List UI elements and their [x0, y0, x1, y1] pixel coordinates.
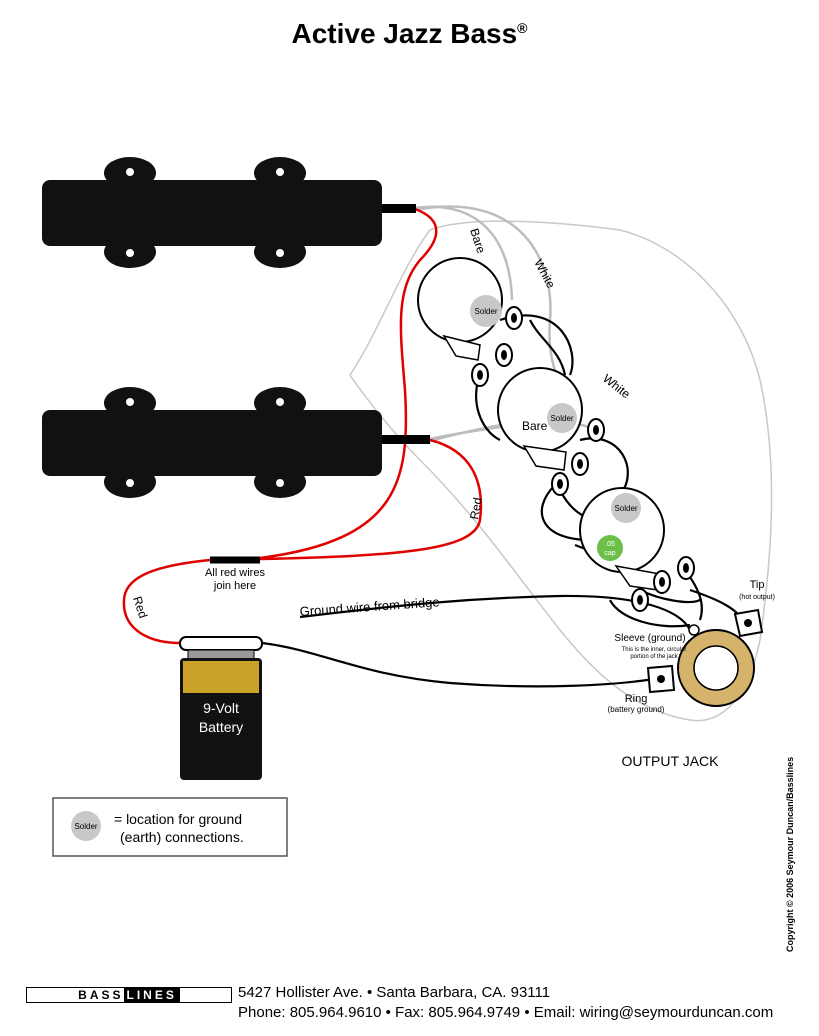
diagram-title: Active Jazz Bass®: [0, 18, 819, 50]
legend-text-line1: = location for ground: [114, 811, 242, 827]
legend: Solder = location for ground (earth) con…: [52, 797, 288, 857]
tone-pot: Solder .05 cap: [579, 487, 695, 612]
volume-pot-1: Solder: [417, 257, 523, 387]
legend-solder-label: Solder: [74, 822, 97, 831]
label-sleeve: Sleeve (ground): [614, 633, 685, 644]
control-plate-outline: [349, 220, 773, 722]
label-ring: Ring: [625, 693, 648, 705]
neck-pickup: [42, 387, 430, 498]
legend-text-line2: (earth) connections.: [120, 829, 244, 845]
battery: 9-Volt Battery: [179, 636, 263, 780]
label-output-jack: OUTPUT JACK: [622, 753, 720, 769]
label-red-right: Red: [467, 496, 485, 520]
cap-label-line1: .05: [605, 541, 615, 548]
footer-contact: Phone: 805.964.9610 • Fax: 805.964.9749 …: [238, 1004, 774, 1021]
battery-label-line1: 9-Volt: [203, 700, 239, 716]
red-wires: [122, 207, 483, 645]
title-text: Active Jazz Bass: [291, 18, 518, 49]
bridge-pickup: [42, 157, 416, 268]
brand-right: LINES: [123, 988, 180, 1002]
label-sleeve-sub2: portion of the jack: [630, 654, 678, 660]
label-ring-sub: (battery ground): [608, 705, 665, 714]
solder-label-pot2: Solder: [550, 414, 573, 423]
registered-mark: ®: [517, 20, 528, 36]
volume-pot-2: Solder: [497, 367, 605, 496]
label-white-top: White: [531, 257, 558, 291]
label-ground-wire: Ground wire from bridge: [299, 594, 440, 619]
cap-label-line2: cap: [604, 550, 615, 557]
label-join-line1: All red wires: [205, 567, 265, 579]
label-join-line2: join here: [213, 580, 256, 592]
label-sleeve-sub1: This is the inner, circular: [622, 647, 687, 653]
brand-left: BASS: [78, 988, 124, 1002]
footer-address: 5427 Hollister Ave. • Santa Barbara, CA.…: [238, 984, 551, 1001]
label-white-mid: White: [600, 371, 633, 401]
solder-label-pot3: Solder: [614, 504, 637, 513]
label-bare-mid: Bare: [522, 419, 548, 433]
label-bare-top: Bare: [467, 227, 488, 256]
copyright-notice: Copyright © 2006 Seymour Duncan/Bassline…: [785, 756, 795, 952]
label-tip: Tip: [750, 579, 765, 591]
black-wires: [261, 314, 747, 688]
output-jack: [646, 608, 764, 707]
label-tip-sub: (hot output): [739, 594, 775, 601]
solder-label-pot1: Solder: [474, 307, 497, 316]
battery-label-line2: Battery: [199, 719, 243, 735]
tone-capacitor: [597, 535, 623, 561]
label-red-left: Red: [130, 595, 150, 620]
